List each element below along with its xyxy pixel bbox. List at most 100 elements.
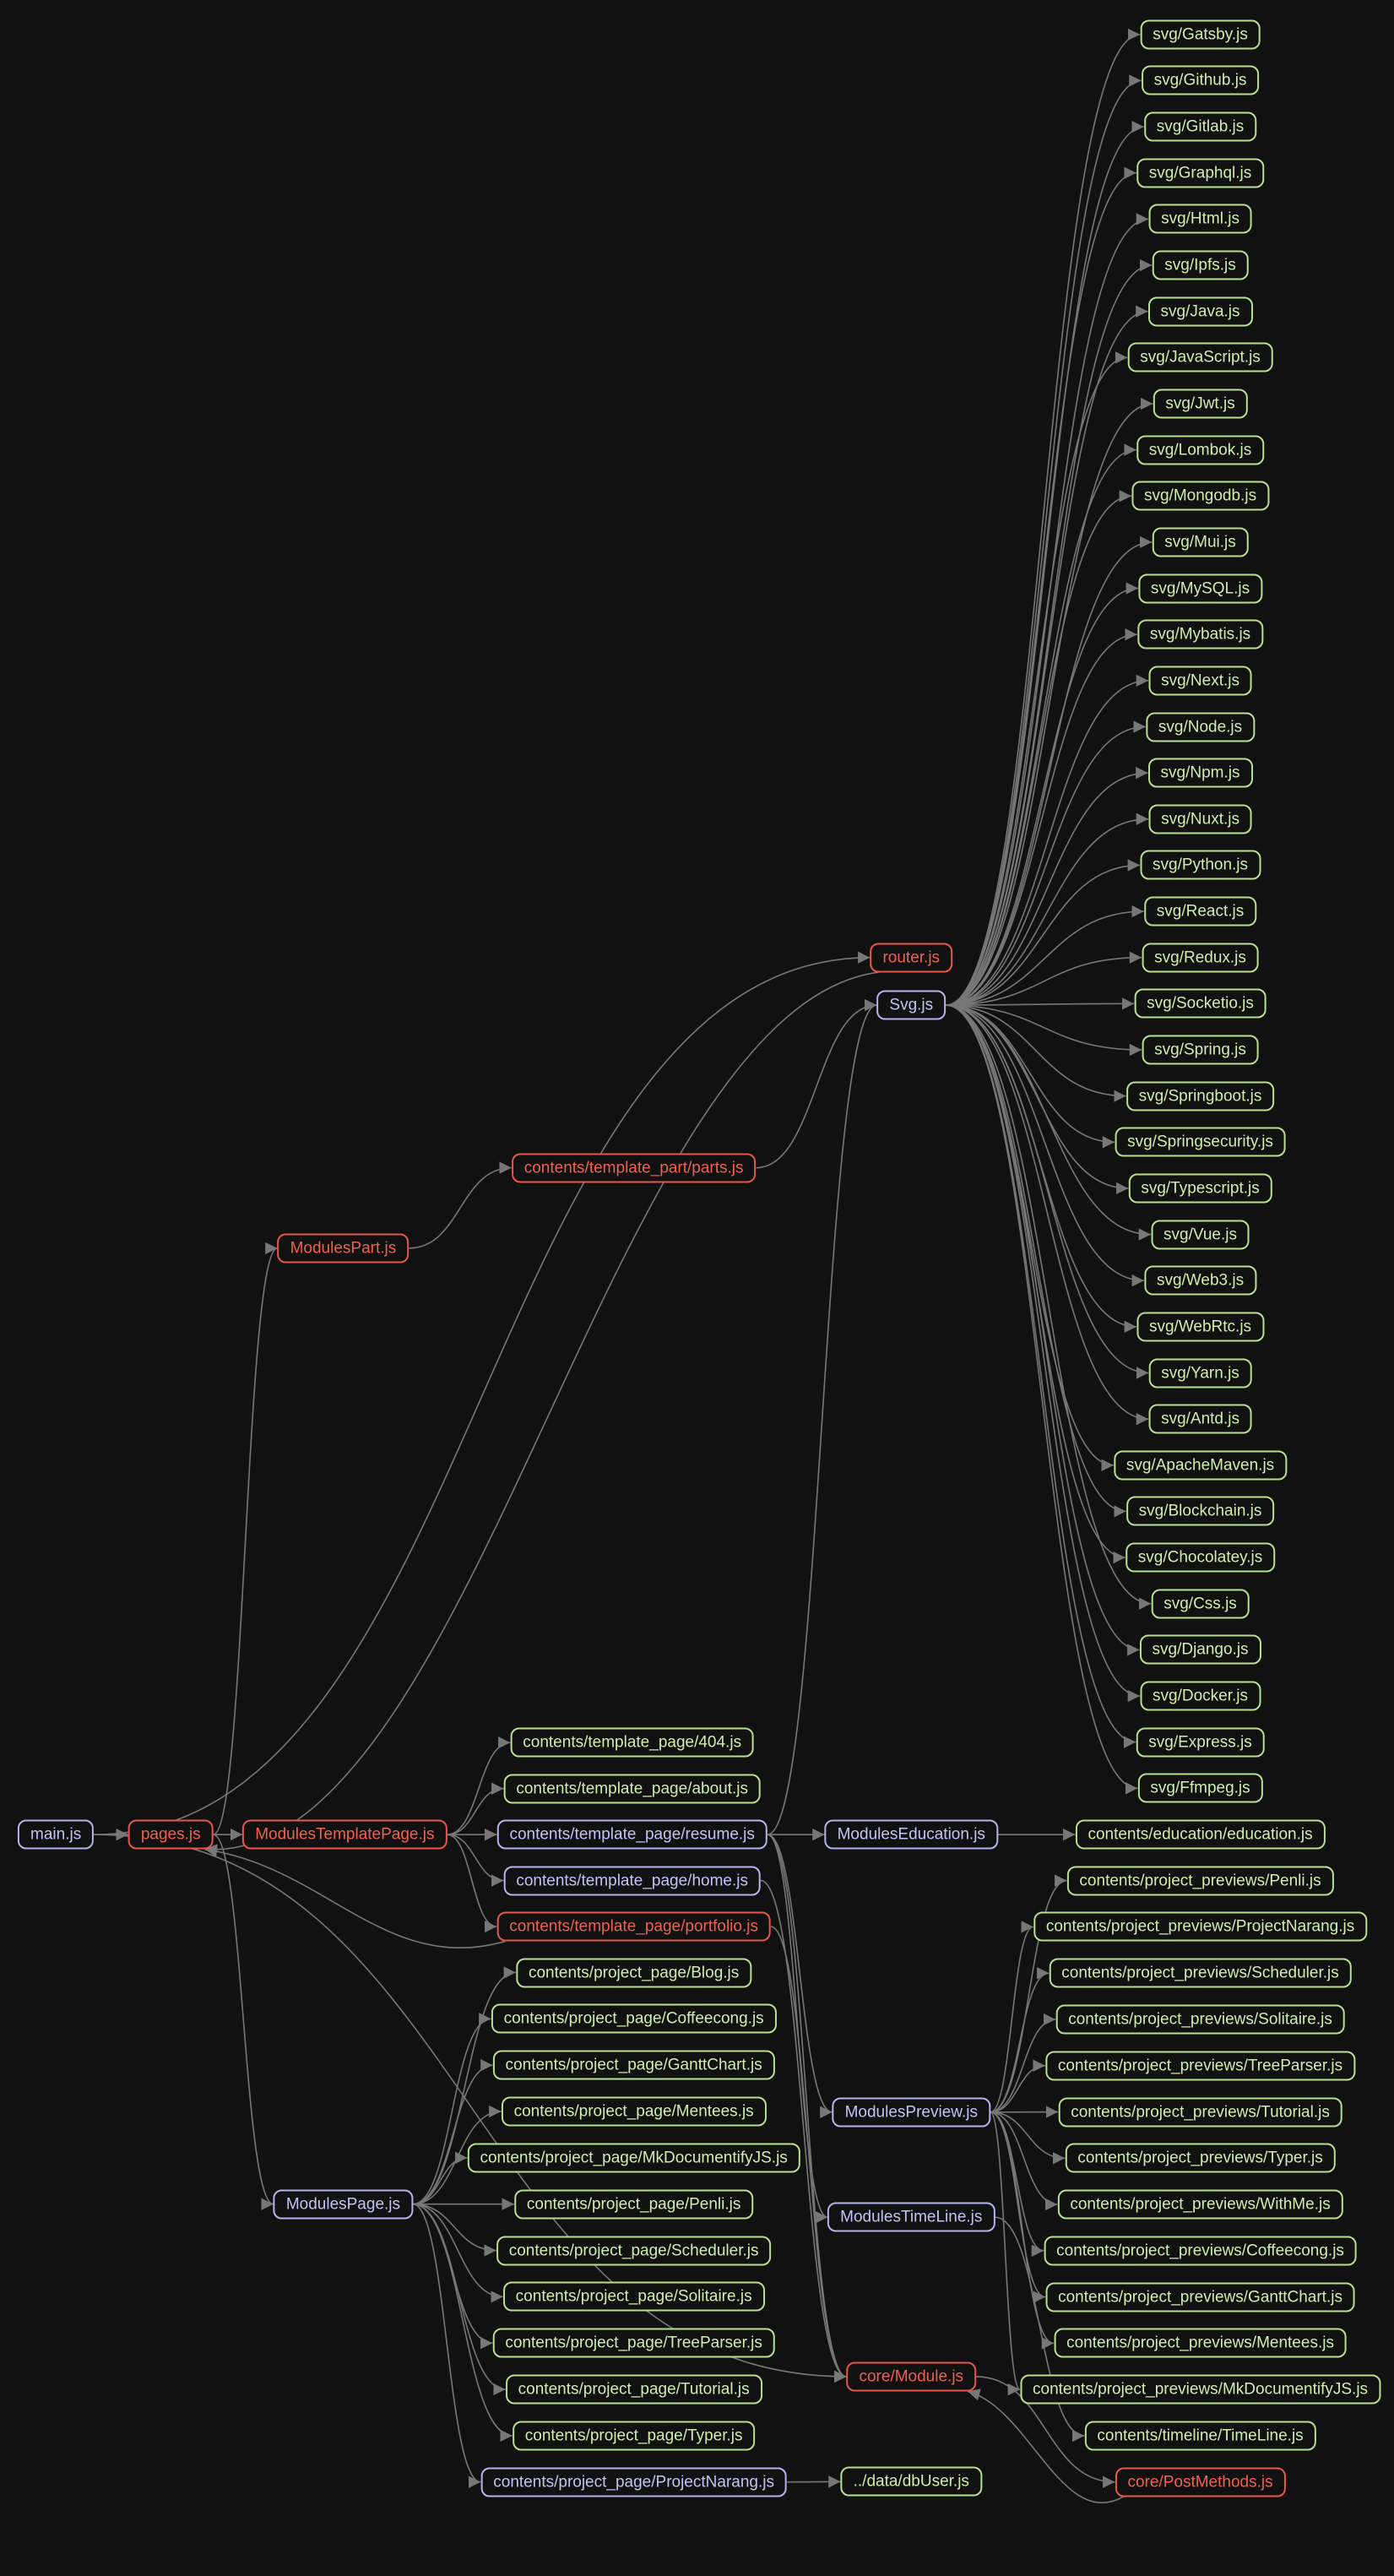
node-mpreview[interactable]: ModulesPreview.js: [832, 2097, 990, 2128]
node-svg-npm[interactable]: svg/Npm.js: [1147, 758, 1253, 788]
node-tpabout[interactable]: contents/template_page/about.js: [503, 1774, 761, 1804]
node-pp-blog[interactable]: contents/project_page/Blog.js: [515, 1958, 752, 1987]
node-coremodule[interactable]: core/Module.js: [846, 2361, 977, 2392]
edge-svgjs-to-svg_nuxt: [946, 812, 1149, 1006]
edge-tpportfolio-to-pages: [204, 1845, 506, 1948]
node-pp-projectnarang[interactable]: contents/project_page/ProjectNarang.js: [480, 2467, 787, 2497]
node-svg-mybatis[interactable]: svg/Mybatis.js: [1136, 619, 1264, 649]
node-svg-javascript[interactable]: svg/JavaScript.js: [1127, 342, 1273, 372]
node-svg-apachemaven[interactable]: svg/ApacheMaven.js: [1113, 1450, 1288, 1481]
node-pp-treeparser[interactable]: contents/project_page/TreeParser.js: [492, 2328, 775, 2358]
node-pv-mkdoc[interactable]: contents/project_previews/MkDocumentifyJ…: [1020, 2374, 1381, 2405]
node-svg-github[interactable]: svg/Github.js: [1141, 65, 1260, 95]
node-svg-antd[interactable]: svg/Antd.js: [1148, 1404, 1252, 1434]
node-pp-mkdoc[interactable]: contents/project_page/MkDocumentifyJS.js: [467, 2143, 800, 2173]
node-pp-penli[interactable]: contents/project_page/Penli.js: [513, 2189, 754, 2220]
node-svg-jwt[interactable]: svg/Jwt.js: [1153, 389, 1248, 419]
node-svg-gatsby[interactable]: svg/Gatsby.js: [1140, 19, 1261, 50]
node-svg-nuxt[interactable]: svg/Nuxt.js: [1148, 804, 1252, 834]
node-pp-scheduler[interactable]: contents/project_page/Scheduler.js: [496, 2236, 772, 2266]
node-pv-projectnarang[interactable]: contents/project_previews/ProjectNarang.…: [1033, 1911, 1368, 1942]
node-dbuser[interactable]: ../data/dbUser.js: [840, 2466, 982, 2497]
node-pp-tutorial[interactable]: contents/project_page/Tutorial.js: [505, 2374, 762, 2405]
node-pv-ganttchart[interactable]: contents/project_previews/GanttChart.js: [1045, 2282, 1355, 2312]
node-tpresume[interactable]: contents/template_page/resume.js: [496, 1819, 768, 1850]
node-svg-blockchain[interactable]: svg/Blockchain.js: [1126, 1496, 1275, 1526]
node-mtp[interactable]: ModulesTemplatePage.js: [242, 1819, 447, 1850]
node-modulespart[interactable]: ModulesPart.js: [277, 1233, 410, 1264]
edge-svgjs-to-svg_javascript: [946, 351, 1128, 1006]
edge-main-to-router: [94, 951, 871, 1835]
edge-svgjs-to-svg_spring: [946, 1004, 1142, 1057]
node-postmethods[interactable]: core/PostMethods.js: [1115, 2467, 1286, 2497]
node-svg-ipfs[interactable]: svg/Ipfs.js: [1152, 250, 1249, 280]
node-svg-next[interactable]: svg/Next.js: [1148, 666, 1252, 696]
node-svg-mui[interactable]: svg/Mui.js: [1152, 527, 1249, 557]
node-svg-springboot[interactable]: svg/Springboot.js: [1126, 1081, 1275, 1111]
node-svg-lombok[interactable]: svg/Lombok.js: [1136, 435, 1265, 465]
node-pv-withme[interactable]: contents/project_previews/WithMe.js: [1057, 2189, 1343, 2220]
node-pv-treeparser[interactable]: contents/project_previews/TreeParser.js: [1044, 2051, 1356, 2081]
node-edu[interactable]: contents/education/education.js: [1075, 1819, 1326, 1850]
node-pp-coffeecong[interactable]: contents/project_page/Coffeecong.js: [491, 2003, 777, 2034]
node-pv-coffeecong[interactable]: contents/project_previews/Coffeecong.js: [1044, 2236, 1357, 2266]
edge-svgjs-to-svg_graphql: [946, 166, 1136, 1006]
edge-parts-to-svgjs: [756, 998, 877, 1169]
node-svg-yarn[interactable]: svg/Yarn.js: [1148, 1358, 1252, 1389]
node-pv-solitaire[interactable]: contents/project_previews/Solitaire.js: [1055, 2004, 1345, 2035]
node-pv-mentees[interactable]: contents/project_previews/Mentees.js: [1054, 2328, 1347, 2358]
node-pp-typer[interactable]: contents/project_page/Typer.js: [512, 2421, 756, 2451]
node-pv-scheduler[interactable]: contents/project_previews/Scheduler.js: [1049, 1958, 1352, 1988]
node-router[interactable]: router.js: [870, 943, 953, 973]
node-pp-ganttchart[interactable]: contents/project_page/GanttChart.js: [492, 2050, 775, 2080]
edge-svgjs-to-svg_socketio: [946, 997, 1135, 1010]
edge-svgjs-to-svg_mybatis: [946, 628, 1137, 1006]
node-svg-docker[interactable]: svg/Docker.js: [1140, 1681, 1261, 1711]
node-parts[interactable]: contents/template_part/parts.js: [511, 1153, 757, 1183]
node-svg-web3[interactable]: svg/Web3.js: [1143, 1265, 1257, 1296]
node-pp-mentees[interactable]: contents/project_page/Mentees.js: [501, 2096, 767, 2127]
node-svg-css[interactable]: svg/Css.js: [1151, 1589, 1250, 1619]
node-svg-redux[interactable]: svg/Redux.js: [1142, 943, 1259, 973]
node-svg-node[interactable]: svg/Node.js: [1145, 712, 1256, 742]
node-pages[interactable]: pages.js: [127, 1819, 214, 1850]
node-svg-graphql[interactable]: svg/Graphql.js: [1136, 158, 1265, 188]
edge-tpresume-to-mpreview: [767, 1834, 833, 2118]
node-svg-webrtc[interactable]: svg/WebRtc.js: [1136, 1312, 1265, 1342]
node-svg-vue[interactable]: svg/Vue.js: [1151, 1220, 1250, 1250]
node-svg-express[interactable]: svg/Express.js: [1136, 1727, 1265, 1758]
node-timeline[interactable]: contents/timeline/TimeLine.js: [1084, 2421, 1316, 2451]
node-svg-typescript[interactable]: svg/Typescript.js: [1128, 1173, 1272, 1204]
node-tp404[interactable]: contents/template_page/404.js: [510, 1727, 755, 1758]
edge-svgjs-to-svg_typescript: [946, 1004, 1129, 1195]
node-svgjs[interactable]: Svg.js: [876, 990, 947, 1020]
node-pv-penli[interactable]: contents/project_previews/Penli.js: [1066, 1866, 1334, 1896]
node-svg-mongodb[interactable]: svg/Mongodb.js: [1131, 481, 1270, 511]
node-pp-solitaire[interactable]: contents/project_page/Solitaire.js: [502, 2281, 765, 2312]
node-pv-tutorial[interactable]: contents/project_previews/Tutorial.js: [1058, 2097, 1342, 2128]
node-svg-springsecurity[interactable]: svg/Springsecurity.js: [1115, 1127, 1286, 1157]
node-modulespage[interactable]: ModulesPage.js: [273, 2189, 414, 2220]
edge-svgjs-to-svg_redux: [946, 951, 1142, 1006]
node-mtimeline[interactable]: ModulesTimeLine.js: [827, 2202, 995, 2232]
node-svg-socketio[interactable]: svg/Socketio.js: [1134, 988, 1267, 1019]
node-tpportfolio[interactable]: contents/template_page/portfolio.js: [496, 1911, 771, 1942]
node-svg-html[interactable]: svg/Html.js: [1148, 204, 1252, 234]
node-svg-gitlab[interactable]: svg/Gitlab.js: [1143, 111, 1257, 142]
node-svg-chocolatey[interactable]: svg/Chocolatey.js: [1125, 1542, 1276, 1573]
node-svg-django[interactable]: svg/Django.js: [1139, 1634, 1261, 1665]
edge-svgjs-to-svg_ipfs: [946, 258, 1153, 1006]
node-main[interactable]: main.js: [18, 1819, 95, 1850]
node-svg-java[interactable]: svg/Java.js: [1147, 296, 1253, 327]
node-svg-spring[interactable]: svg/Spring.js: [1142, 1035, 1259, 1065]
node-svg-ffmpeg[interactable]: svg/Ffmpeg.js: [1137, 1773, 1263, 1803]
edge-modulespage-to-pp_ganttchart: [412, 2059, 493, 2205]
node-svg-react[interactable]: svg/React.js: [1143, 896, 1257, 927]
edge-svgjs-to-svg_blockchain: [946, 1004, 1126, 1518]
node-pv-typer[interactable]: contents/project_previews/Typer.js: [1065, 2143, 1336, 2173]
node-svg-python[interactable]: svg/Python.js: [1140, 850, 1261, 880]
node-tphome[interactable]: contents/template_page/home.js: [503, 1866, 761, 1896]
node-medu[interactable]: ModulesEducation.js: [824, 1819, 998, 1850]
node-svg-mysql[interactable]: svg/MySQL.js: [1137, 573, 1263, 604]
